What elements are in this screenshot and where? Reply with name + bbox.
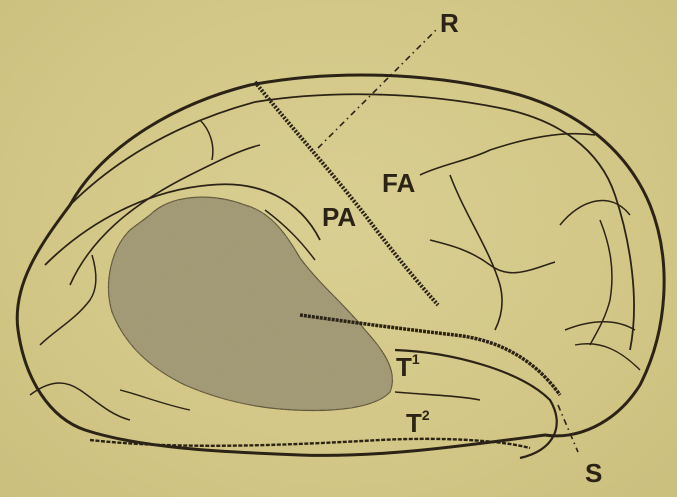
frontal-sulcus-1 <box>420 134 595 175</box>
frontal-sulcus-3 <box>560 201 630 225</box>
label-t1-sup: 1 <box>412 351 420 367</box>
label-t2-sup: 2 <box>422 407 430 423</box>
s-pointer-line <box>558 405 578 452</box>
shaded-cortical-area <box>100 185 410 420</box>
parietal-sulcus-small-1 <box>200 120 213 160</box>
precentral-sulcus <box>450 175 502 330</box>
superior-temporal-sulcus <box>395 392 480 400</box>
label-t2-main: T <box>406 408 422 438</box>
label-fa: FA <box>382 168 415 198</box>
label-t1-main: T <box>396 352 412 382</box>
label-t2: T2 <box>406 407 430 438</box>
label-s: S <box>585 458 602 488</box>
frontal-sulcus-4 <box>590 220 612 345</box>
label-pa: PA <box>322 202 356 232</box>
occipital-sulcus-3 <box>120 390 190 410</box>
r-pointer-line <box>318 28 438 148</box>
label-r: R <box>440 8 459 38</box>
label-t1: T1 <box>396 351 420 382</box>
frontal-sulcus-2 <box>430 240 555 273</box>
occipital-sulcus-1 <box>40 255 96 345</box>
